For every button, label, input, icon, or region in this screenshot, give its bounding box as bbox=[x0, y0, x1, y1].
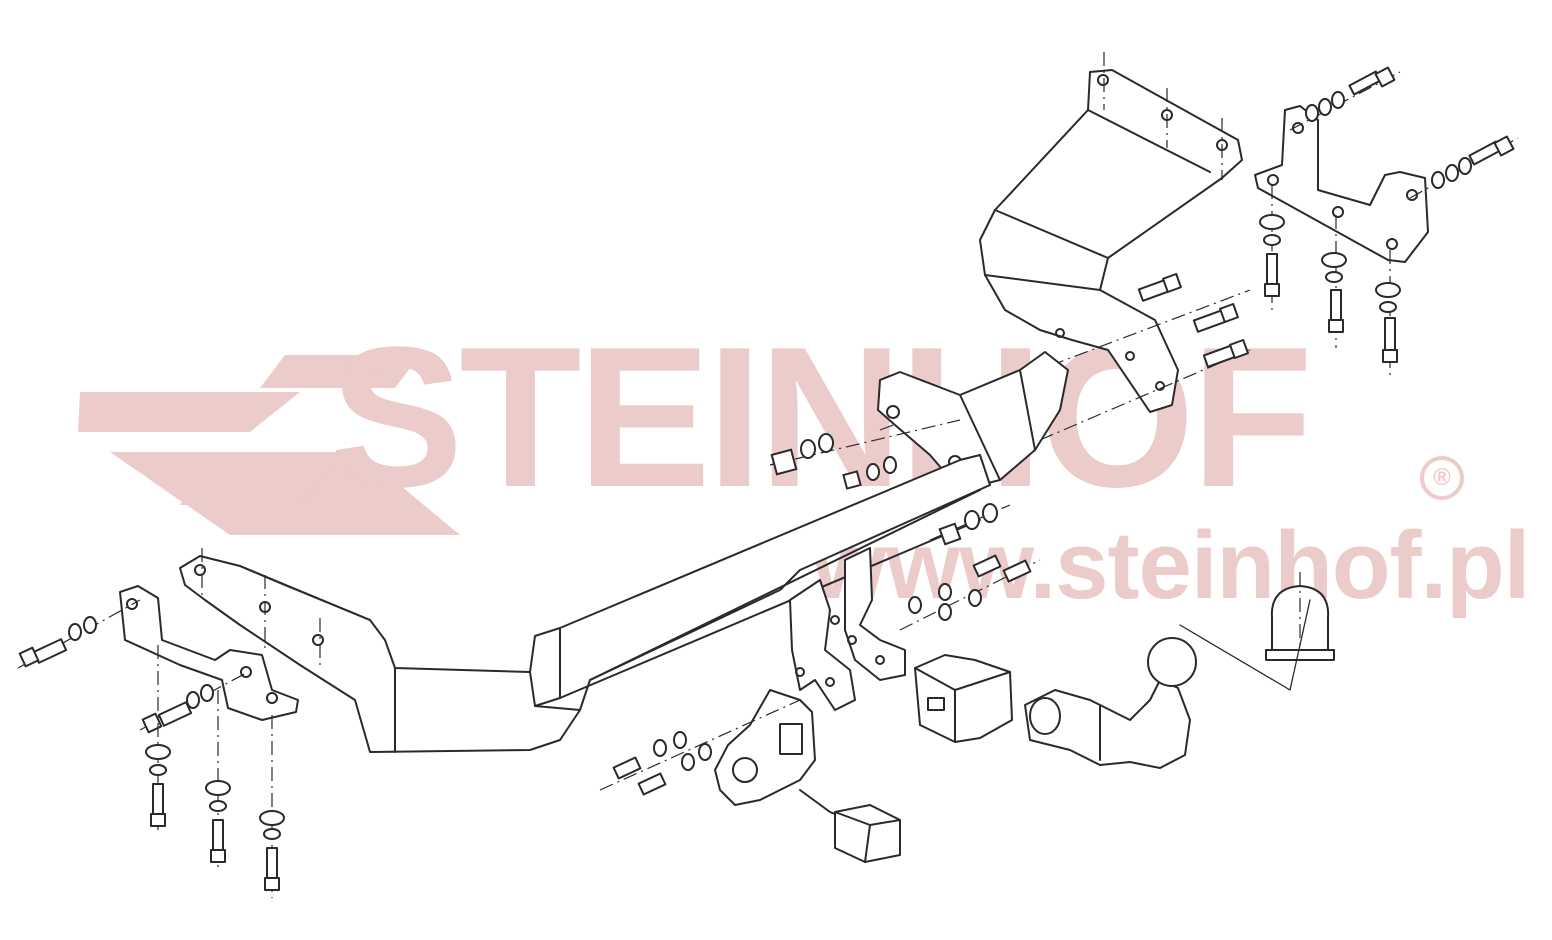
right-vertical-bolts bbox=[1259, 185, 1401, 378]
right-side-bracket bbox=[979, 52, 1243, 413]
ball-cover-cap bbox=[1179, 572, 1335, 691]
tow-ball bbox=[1024, 637, 1197, 769]
watermark-url: www.steinhof.pl bbox=[812, 512, 1530, 619]
right-mounting-plate bbox=[1254, 105, 1429, 263]
main-crossbar bbox=[179, 454, 991, 753]
watermark-registered-mark: ® bbox=[1420, 456, 1464, 500]
right-top-bolts bbox=[1289, 66, 1519, 199]
ball-mount-bolts bbox=[899, 503, 1041, 631]
crossbar-nuts bbox=[769, 419, 961, 490]
left-side-bracket bbox=[119, 585, 299, 721]
coupling-block bbox=[914, 654, 1013, 743]
ball-mount-plates bbox=[789, 547, 906, 711]
left-bolts bbox=[17, 599, 285, 898]
socket-plate bbox=[599, 689, 901, 863]
